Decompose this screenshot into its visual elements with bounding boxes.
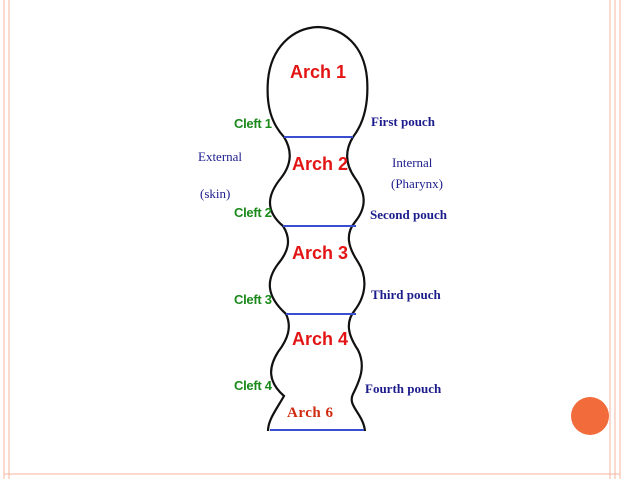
- cleft-2-label: Cleft 2: [234, 205, 272, 220]
- external-label: External: [198, 149, 243, 164]
- arch-6-label: Arch 6: [287, 405, 334, 421]
- first-pouch-label: First pouch: [371, 114, 435, 129]
- fourth-pouch-label: Fourth pouch: [365, 381, 442, 396]
- arch-1-label: Arch 1: [290, 62, 347, 82]
- arch-4-label: Arch 4: [292, 329, 349, 349]
- internal-sub-label: (Pharynx): [391, 176, 443, 191]
- cleft-1-label: Cleft 1: [234, 116, 272, 131]
- cleft-4-label: Cleft 4: [234, 378, 272, 393]
- external-sub-label: (skin): [200, 186, 231, 201]
- arches-right-outline: [266, 25, 369, 432]
- arch-2-label: Arch 2: [292, 154, 349, 174]
- internal-label: Internal: [392, 155, 433, 170]
- arch-3-label: Arch 3: [292, 243, 349, 263]
- third-pouch-label: Third pouch: [371, 287, 441, 302]
- cleft-3-label: Cleft 3: [234, 292, 272, 307]
- orange-circle-decoration: [571, 397, 609, 435]
- second-pouch-label: Second pouch: [370, 207, 447, 222]
- arches-left-outline: [266, 136, 291, 432]
